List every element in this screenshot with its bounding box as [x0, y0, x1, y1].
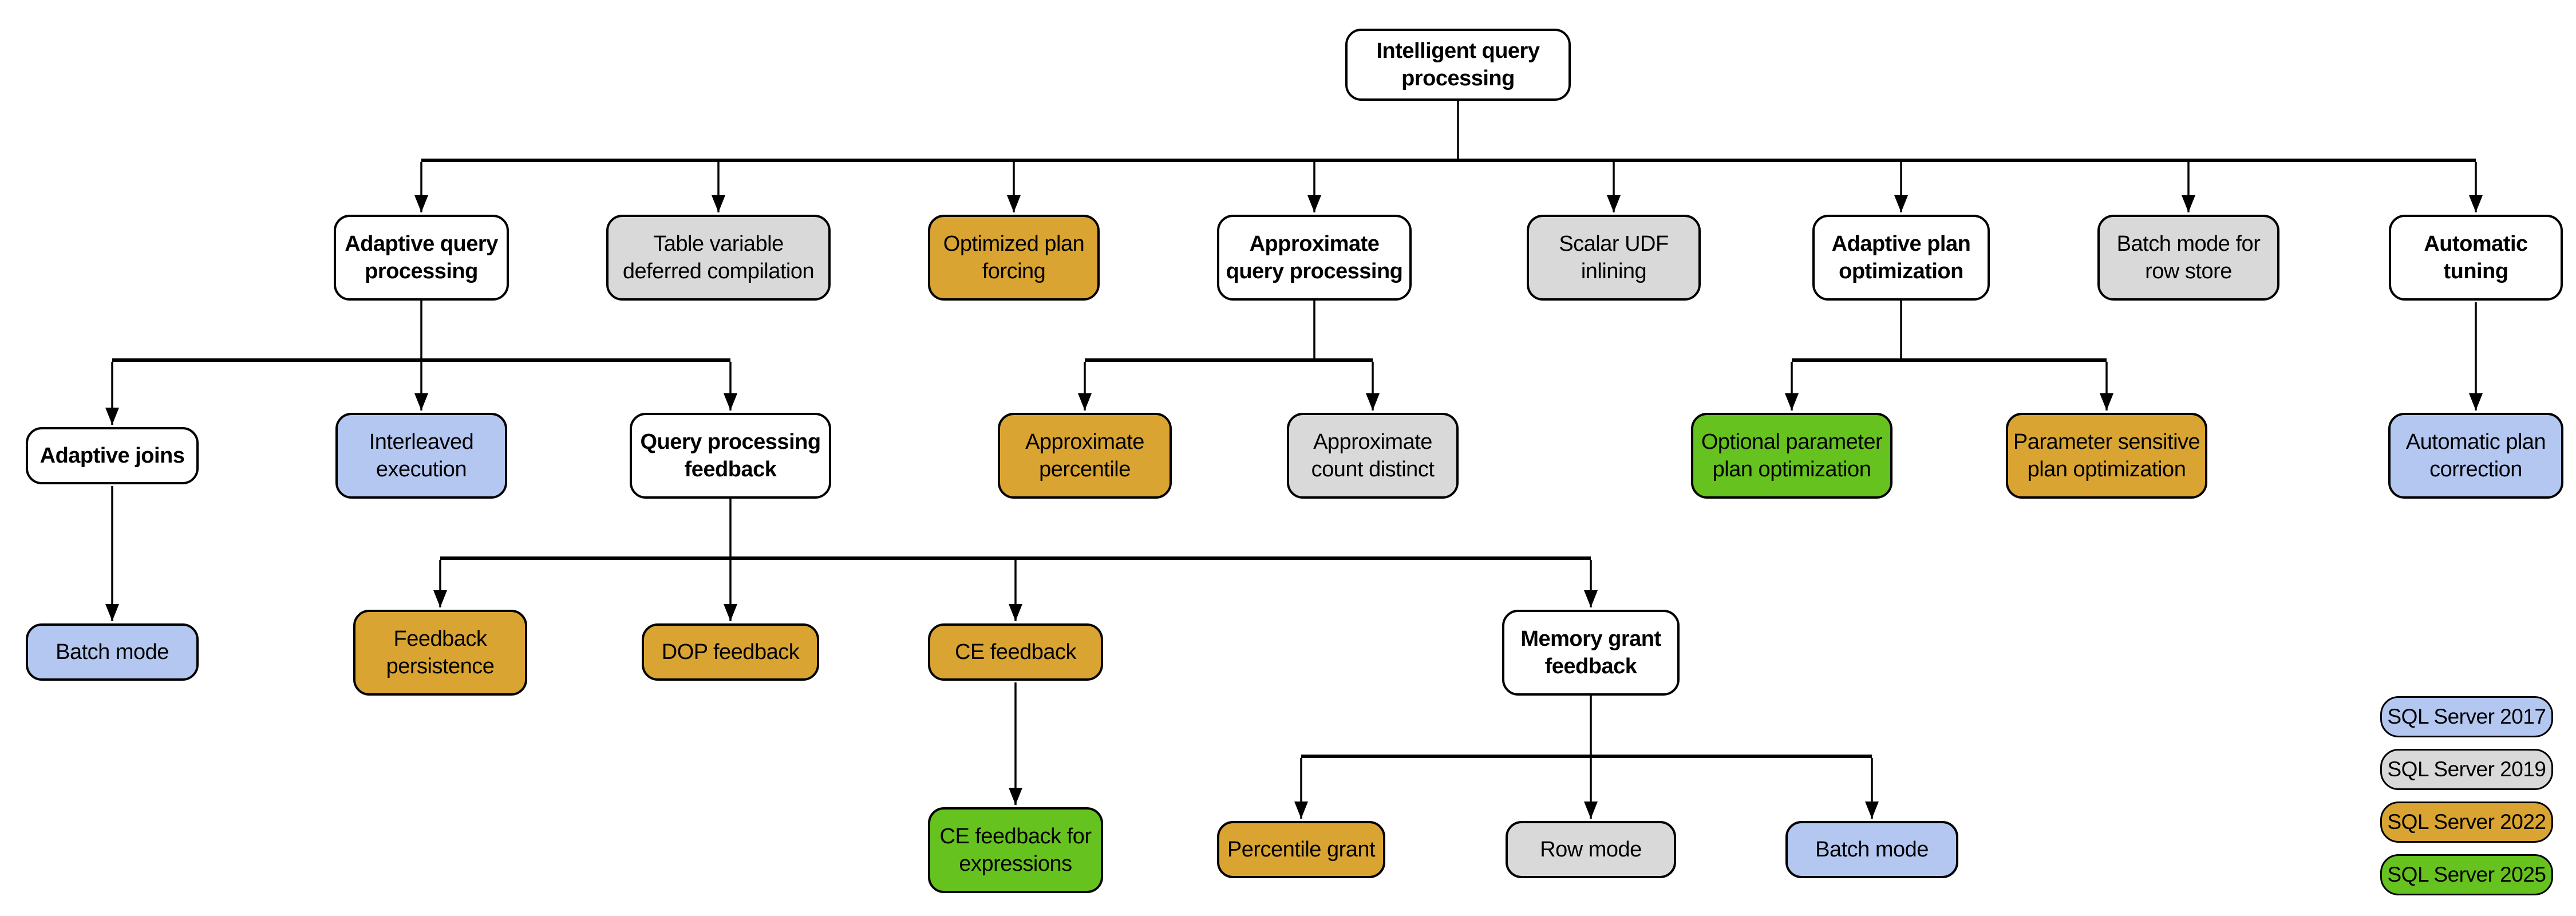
node-approximate-percentile: Approximate percentile [998, 413, 1172, 499]
node-ce-feedback: CE feedback [928, 623, 1103, 681]
node-batch-mode-adaptive-joins: Batch mode [26, 623, 199, 681]
node-approximate-query-processing: Approximate query processing [1217, 215, 1412, 301]
node-feedback-persistence: Feedback persistence [353, 610, 527, 696]
node-optional-parameter-plan-optimization: Optional parameter plan optimization [1691, 413, 1893, 499]
node-adaptive-query-processing: Adaptive query processing [334, 215, 509, 301]
node-adaptive-plan-optimization: Adaptive plan optimization [1812, 215, 1990, 301]
node-interleaved-execution: Interleaved execution [335, 413, 507, 499]
legend-sql-server-2025: SQL Server 2025 [2380, 854, 2553, 895]
node-query-processing-feedback: Query processing feedback [630, 413, 831, 499]
node-intelligent-query-processing: Intelligent query processing [1345, 29, 1571, 101]
node-batch-mode-for-row-store: Batch mode for row store [2097, 215, 2279, 301]
node-adaptive-joins: Adaptive joins [26, 427, 199, 484]
node-parameter-sensitive-plan-optimization: Parameter sensitive plan optimization [2006, 413, 2207, 499]
node-automatic-tuning: Automatic tuning [2389, 215, 2563, 301]
node-batch-mode-memory-grant: Batch mode [1785, 821, 1958, 878]
node-automatic-plan-correction: Automatic plan correction [2388, 413, 2563, 499]
node-optimized-plan-forcing: Optimized plan forcing [928, 215, 1100, 301]
legend-sql-server-2017: SQL Server 2017 [2380, 696, 2553, 737]
node-ce-feedback-for-expressions: CE feedback for expressions [928, 807, 1103, 893]
node-dop-feedback: DOP feedback [642, 623, 819, 681]
node-percentile-grant: Percentile grant [1217, 821, 1385, 878]
node-table-variable-deferred-compilation: Table variable deferred compilation [606, 215, 831, 301]
node-row-mode: Row mode [1506, 821, 1676, 878]
node-scalar-udf-inlining: Scalar UDF inlining [1527, 215, 1701, 301]
legend-sql-server-2022: SQL Server 2022 [2380, 802, 2553, 843]
legend-sql-server-2019: SQL Server 2019 [2380, 749, 2553, 790]
node-memory-grant-feedback: Memory grant feedback [1502, 610, 1680, 696]
node-approximate-count-distinct: Approximate count distinct [1287, 413, 1459, 499]
